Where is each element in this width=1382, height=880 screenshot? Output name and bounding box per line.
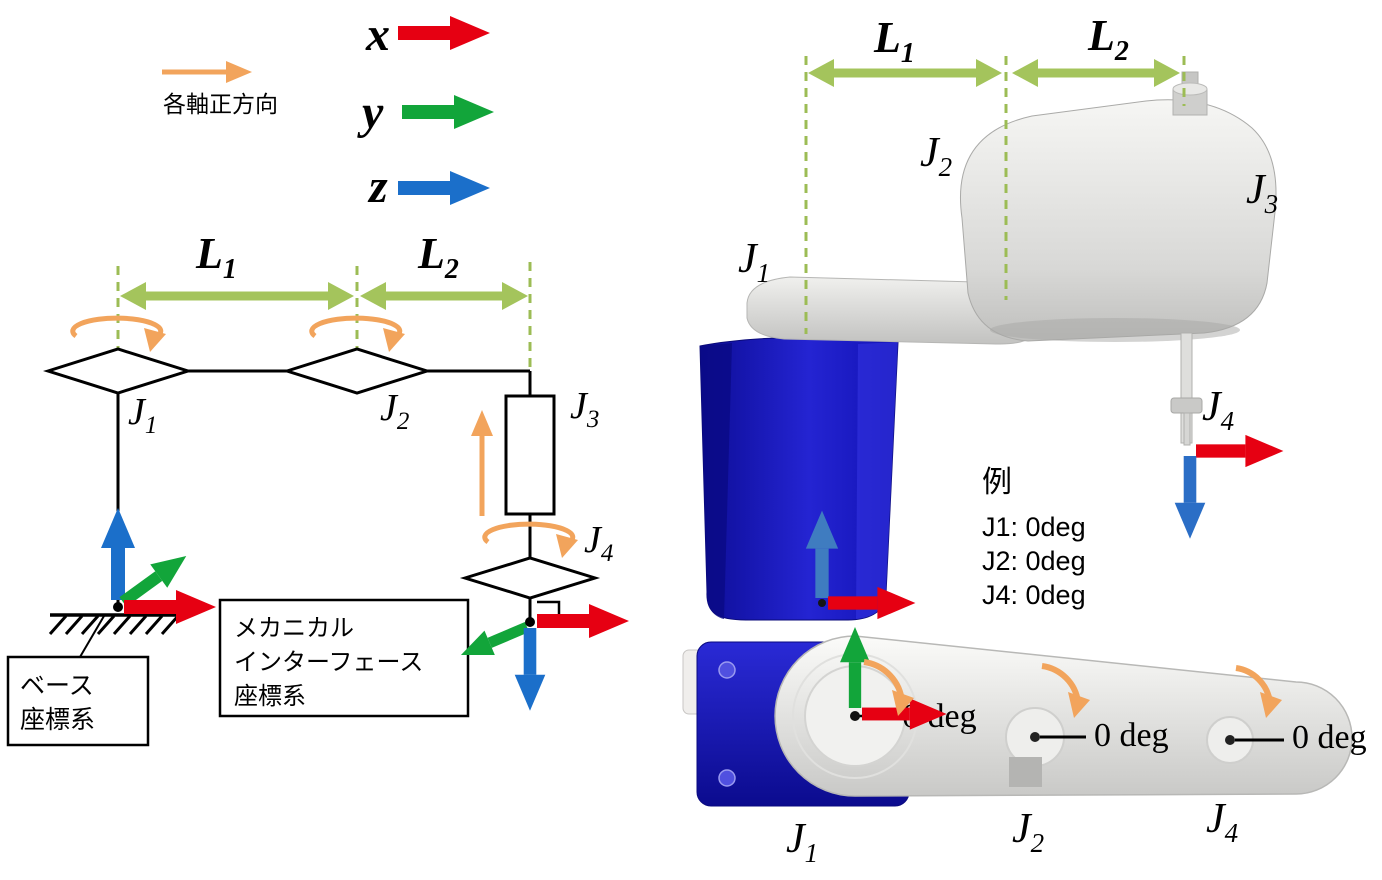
ee-origin-dot [525, 617, 535, 627]
robot-side-view: L1 L2 J1 J2 J3 J4 例 J1: 0deg J2: 0deg J4… [699, 11, 1284, 621]
example-title: 例 [982, 466, 1012, 499]
schematic-dimension-l1 [120, 282, 354, 310]
base-frame-label-line1: ベース [20, 672, 94, 700]
side-view-dimension-l1 [808, 59, 1002, 87]
top-view-j1-label: J1 [786, 816, 818, 868]
robot-j3-top-cylinder [1172, 71, 1208, 116]
legend-positive-direction-arrow-icon [162, 61, 252, 83]
j4-joint-symbol [459, 556, 601, 600]
example-j2-value: J2: 0deg [982, 546, 1086, 576]
top-view-j2-angle: 0 deg [1094, 717, 1169, 754]
side-ee-x-arrow-icon [1196, 434, 1284, 468]
top-j1-rotation-arrow-icon [863, 659, 914, 716]
side-view-j3-label: J3 [1246, 167, 1278, 219]
mech-frame-label-line1: メカニカル [234, 615, 354, 642]
example-j1-value: J1: 0deg [982, 512, 1086, 542]
z-axis-arrow-icon [398, 171, 490, 205]
legend-x-label: x [365, 8, 390, 61]
robot-link2-arm [960, 99, 1277, 342]
side-view-j1-label: J1 [738, 236, 770, 288]
side-view-j2-label: J2 [920, 130, 952, 182]
j2-joint-symbol [281, 347, 433, 395]
side-view-l1-label: L1 [873, 13, 915, 69]
top-view-j4-label: J4 [1206, 796, 1238, 848]
x-axis-arrow-icon [398, 16, 490, 50]
schematic-j2-label: J2 [380, 387, 409, 435]
legend-z-label: z [367, 160, 388, 213]
schematic-j4-label: J4 [584, 519, 613, 567]
schematic-j1-label: J1 [128, 391, 157, 439]
base-frame-label-line2: 座標系 [20, 706, 95, 734]
schematic-dimension-l2 [360, 282, 528, 310]
robot-base-column [699, 336, 899, 621]
kinematic-schematic: 各軸正方向 x y z L1 L2 [6, 8, 629, 747]
top-view-j2-label: J2 [1012, 806, 1044, 858]
robot-arm-top [774, 635, 1353, 797]
legend-direction-note: 各軸正方向 [163, 91, 278, 117]
side-view-l2-label: L2 [1087, 11, 1129, 67]
top-j2-rotation-arrow-icon [1041, 663, 1090, 718]
schematic-extension-lines [116, 262, 532, 368]
j3-translation-arrow-icon [471, 410, 493, 516]
robot-top-view: 0 deg 0 deg 0 deg J1 J2 J4 [682, 627, 1367, 868]
schematic-l2-label: L2 [417, 229, 459, 285]
top-j2-center-dot [1030, 732, 1040, 742]
y-axis-arrow-icon [402, 95, 494, 129]
top-j4-center-dot [1225, 735, 1235, 745]
schematic-j3-label: J3 [570, 385, 599, 433]
side-ee-z-arrow-icon [1174, 456, 1206, 539]
example-j4-value: J4: 0deg [982, 580, 1086, 610]
robot-quill-shaft [1170, 332, 1203, 446]
j1-joint-symbol [42, 347, 194, 395]
top-j4-rotation-arrow-icon [1235, 665, 1282, 718]
ee-x-arrow-icon [537, 604, 629, 638]
base-frame-callout-box [6, 655, 150, 747]
base-frame-leader-line [79, 615, 105, 658]
top-j1-center-dot [850, 711, 860, 721]
schematic-l1-label: L1 [195, 229, 237, 285]
ground-symbol [48, 613, 188, 635]
side-base-origin-dot [818, 599, 826, 607]
side-view-dimension-l2 [1012, 59, 1180, 87]
mech-frame-label-line3: 座標系 [234, 683, 306, 710]
base-z-arrow-icon [101, 508, 135, 600]
ee-z-arrow-icon [514, 628, 546, 711]
side-view-extension-lines [804, 56, 1186, 334]
mech-frame-label-line2: インターフェース [234, 649, 423, 676]
top-view-j4-angle: 0 deg [1292, 719, 1367, 756]
mech-interface-callout-box [218, 598, 470, 718]
j3-prismatic-symbol [504, 394, 556, 516]
side-view-j4-label: J4 [1202, 384, 1234, 436]
legend-y-label: y [357, 86, 384, 139]
base-origin-dot [113, 602, 123, 612]
